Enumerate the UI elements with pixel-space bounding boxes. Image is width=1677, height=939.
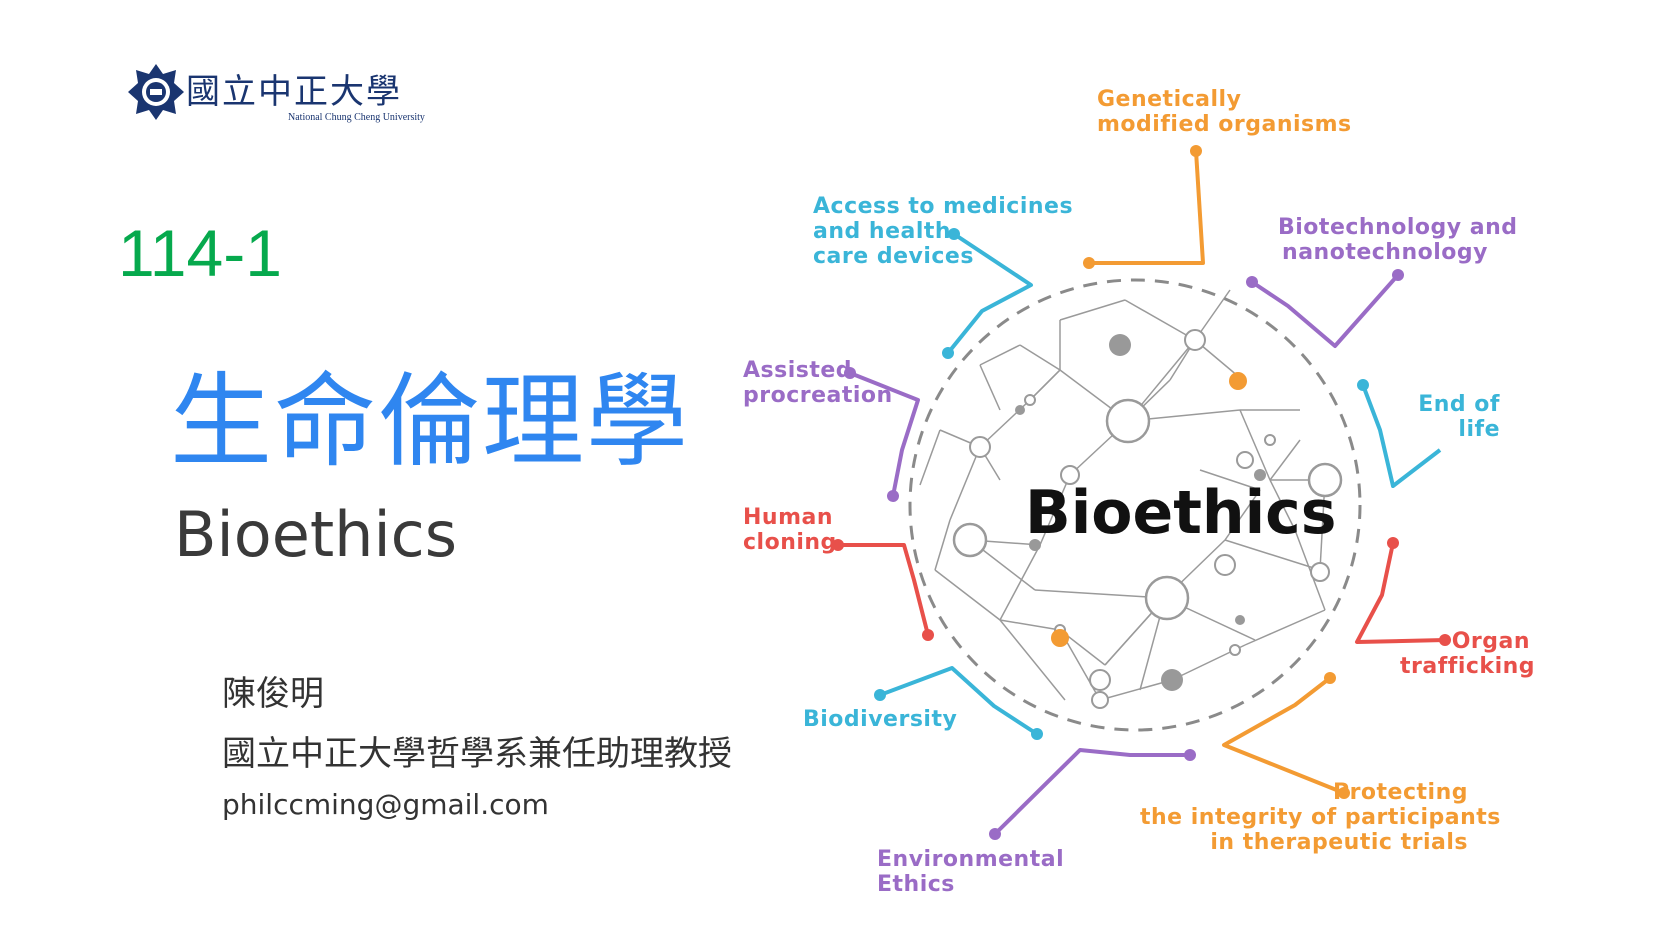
access-connector [946, 232, 1033, 355]
title-english: Bioethics [174, 498, 458, 571]
topic-biotech: Biotechnology and nanotechnology [1278, 215, 1518, 265]
topic-gmo-line1: Genetically [1097, 87, 1242, 112]
topic-end-of-life: End of life [1400, 392, 1500, 442]
protecting-connector [1222, 676, 1345, 795]
topic-access-line2: and health [813, 219, 952, 244]
topic-biotech-line1: Biotechnology and [1278, 215, 1518, 240]
gmo-connector [1089, 150, 1205, 265]
topic-cloning-line2: cloning [743, 530, 837, 555]
topic-biotech-line2: nanotechnology [1282, 240, 1488, 265]
topic-gmo: Genetically modified organisms [1097, 87, 1352, 137]
assisted-connector [849, 371, 920, 497]
topic-protecting: Protecting the integrity of participants… [1140, 780, 1501, 855]
university-logo: 國立中正大學 National Chung Cheng University [126, 62, 486, 132]
organ-connector [1355, 542, 1446, 644]
topic-access: Access to medicines and health care devi… [813, 194, 1073, 269]
logo-name-zh: 國立中正大學 [186, 72, 402, 112]
topic-end-of-life-line1: End of [1418, 392, 1500, 417]
topic-cloning: Human cloning [743, 505, 837, 555]
topic-cloning-line1: Human [743, 505, 834, 530]
topic-protecting-line3: in therapeutic trials [1210, 830, 1468, 855]
end-of-life-connector [1361, 384, 1442, 488]
topic-organ: Organ trafficking [1400, 629, 1536, 679]
dashed-boundary [908, 278, 1362, 732]
topic-end-of-life-line2: life [1458, 417, 1500, 442]
topic-protecting-line2: the integrity of participants [1140, 805, 1501, 830]
topic-assisted-line1: Assisted [743, 358, 853, 383]
topic-assisted: Assisted procreation [743, 358, 893, 408]
topic-biodiversity: Biodiversity [803, 707, 957, 732]
topic-access-line1: Access to medicines [813, 194, 1074, 219]
cloning-connector [838, 543, 930, 636]
topic-environmental: Environmental Ethics [877, 847, 1064, 897]
instructor-name: 陳俊明 [222, 674, 324, 714]
topic-protecting-line1: Protecting [1332, 780, 1468, 805]
instructor-email[interactable]: philccming@gmail.com [222, 788, 549, 821]
university-emblem-icon [128, 64, 184, 120]
topic-environmental-line1: Environmental [877, 847, 1065, 872]
topic-environmental-line2: Ethics [877, 872, 955, 897]
biotech-connector [1250, 273, 1400, 348]
topic-organ-line2: trafficking [1400, 654, 1536, 679]
title-chinese: 生命倫理學 [170, 363, 690, 482]
diagram-center-label: Bioethics [1025, 478, 1337, 548]
logo-name-en: National Chung Cheng University [288, 112, 425, 123]
topic-organ-line1: Organ [1451, 629, 1530, 654]
topic-assisted-line2: procreation [743, 383, 893, 408]
environmental-connector [993, 748, 1190, 836]
biodiversity-connector [879, 666, 1039, 736]
connector-endpoints [832, 145, 1451, 840]
topic-access-line3: care devices [813, 244, 974, 269]
network-nodes [952, 329, 1343, 709]
course-code: 114-1 [118, 216, 282, 290]
topic-gmo-line2: modified organisms [1097, 112, 1352, 137]
instructor-position: 國立中正大學哲學系兼任助理教授 [222, 734, 732, 774]
topic-biodiversity-line1: Biodiversity [803, 707, 958, 732]
